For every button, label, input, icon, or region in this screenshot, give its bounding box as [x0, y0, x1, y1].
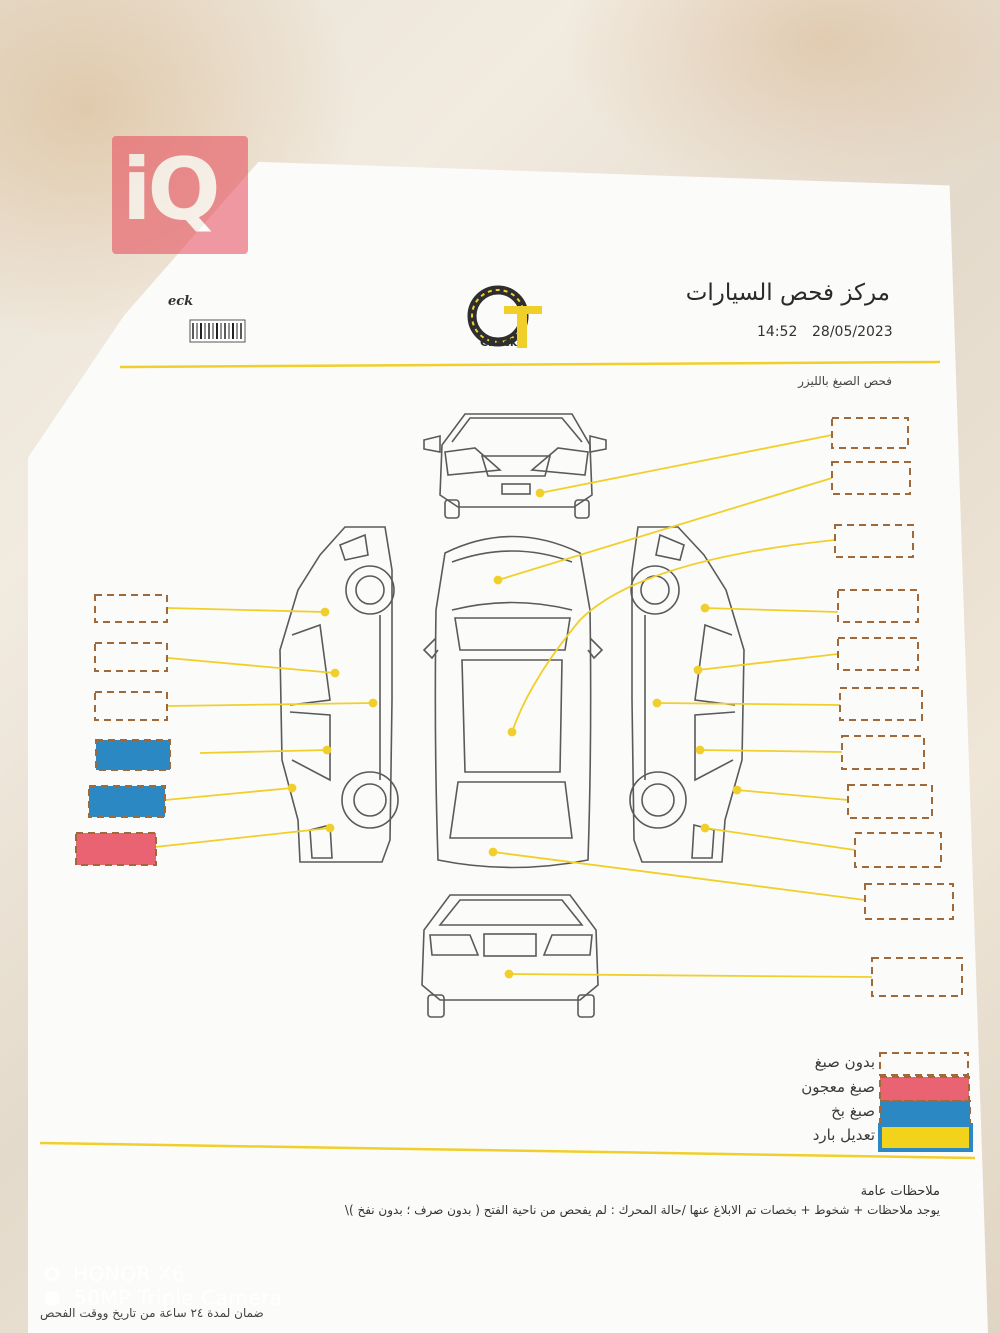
legend-divider [39, 1141, 976, 1160]
legend-label-putty-paint: صبغ معجون [801, 1078, 875, 1096]
background-marble [560, 0, 1000, 200]
car-right-side-view [629, 526, 745, 863]
camera-dot-icon [45, 1290, 60, 1306]
panel-marker-no-paint [864, 883, 954, 920]
camera-watermark: HONOR X6 50MP Triple Camera [45, 1262, 283, 1310]
car-left-side-view [279, 526, 399, 863]
inspection-sheet [28, 161, 988, 1333]
left-panel-markers [94, 594, 168, 721]
legend-label-cold-repair: تعديل بارد [812, 1126, 875, 1144]
panel-marker-no-paint [871, 957, 963, 997]
car-top-view [422, 535, 604, 869]
iq-watermark-logo: iQ [112, 136, 248, 254]
notes-title: ملاحظات عامة [860, 1184, 940, 1199]
brand-text-fragment: eck [168, 294, 194, 309]
legend-label-no-paint: بدون صبغ [814, 1053, 875, 1071]
panel-marker-no-paint [94, 691, 168, 721]
panel-marker-no-paint [837, 637, 919, 671]
panel-marker-no-paint [834, 524, 914, 558]
panel-marker-no-paint [831, 417, 909, 449]
panel-marker-spray-paint [88, 785, 166, 818]
warranty-note: ضمان لمدة ٢٤ ساعة من تاريخ ووقت الفحص [40, 1306, 264, 1320]
notes-text: يوجد ملاحظات + شخوط + بخصات تم الابلاغ ع… [344, 1203, 940, 1217]
logo-text: Check [480, 336, 518, 349]
panel-marker-no-paint [839, 687, 923, 721]
device-name: HONOR X6 [73, 1262, 186, 1286]
camera-ring-icon [45, 1267, 59, 1281]
legend-swatch-spray-paint [879, 1100, 971, 1126]
barcode [189, 319, 246, 343]
legend-swatches [878, 1052, 973, 1152]
panel-marker-no-paint [847, 784, 933, 819]
legend-label-spray-paint: صبغ بخ [831, 1102, 875, 1120]
report-time: 14:52 [757, 324, 798, 340]
callout-lines [154, 434, 873, 979]
header-divider [119, 360, 941, 369]
panel-marker-spray-paint [95, 739, 171, 771]
panel-marker-putty-paint [75, 832, 157, 866]
panel-marker-no-paint [831, 461, 911, 495]
legend-swatch-putty-paint [879, 1076, 970, 1102]
car-rear-view [421, 894, 599, 1018]
panel-marker-no-paint [854, 832, 942, 868]
legend-swatch-no-paint [879, 1052, 969, 1076]
camera-spec: 50MP Triple Camera [74, 1286, 283, 1310]
panel-marker-no-paint [841, 735, 925, 770]
car-outlines [279, 413, 745, 1018]
legend-swatch-cold-repair [878, 1123, 973, 1152]
section-title: فحص الصبغ بالليزر [798, 374, 892, 388]
report-date: 28/05/2023 [812, 324, 893, 340]
panel-marker-no-paint [94, 642, 168, 672]
panel-marker-no-paint [94, 594, 168, 623]
panel-marker-no-paint [837, 589, 919, 623]
right-panel-markers [831, 417, 963, 997]
car-front-view [423, 413, 607, 519]
inspection-center-title: مركز فحص السيارات [685, 280, 890, 306]
gt-check-logo: Check [467, 285, 542, 349]
